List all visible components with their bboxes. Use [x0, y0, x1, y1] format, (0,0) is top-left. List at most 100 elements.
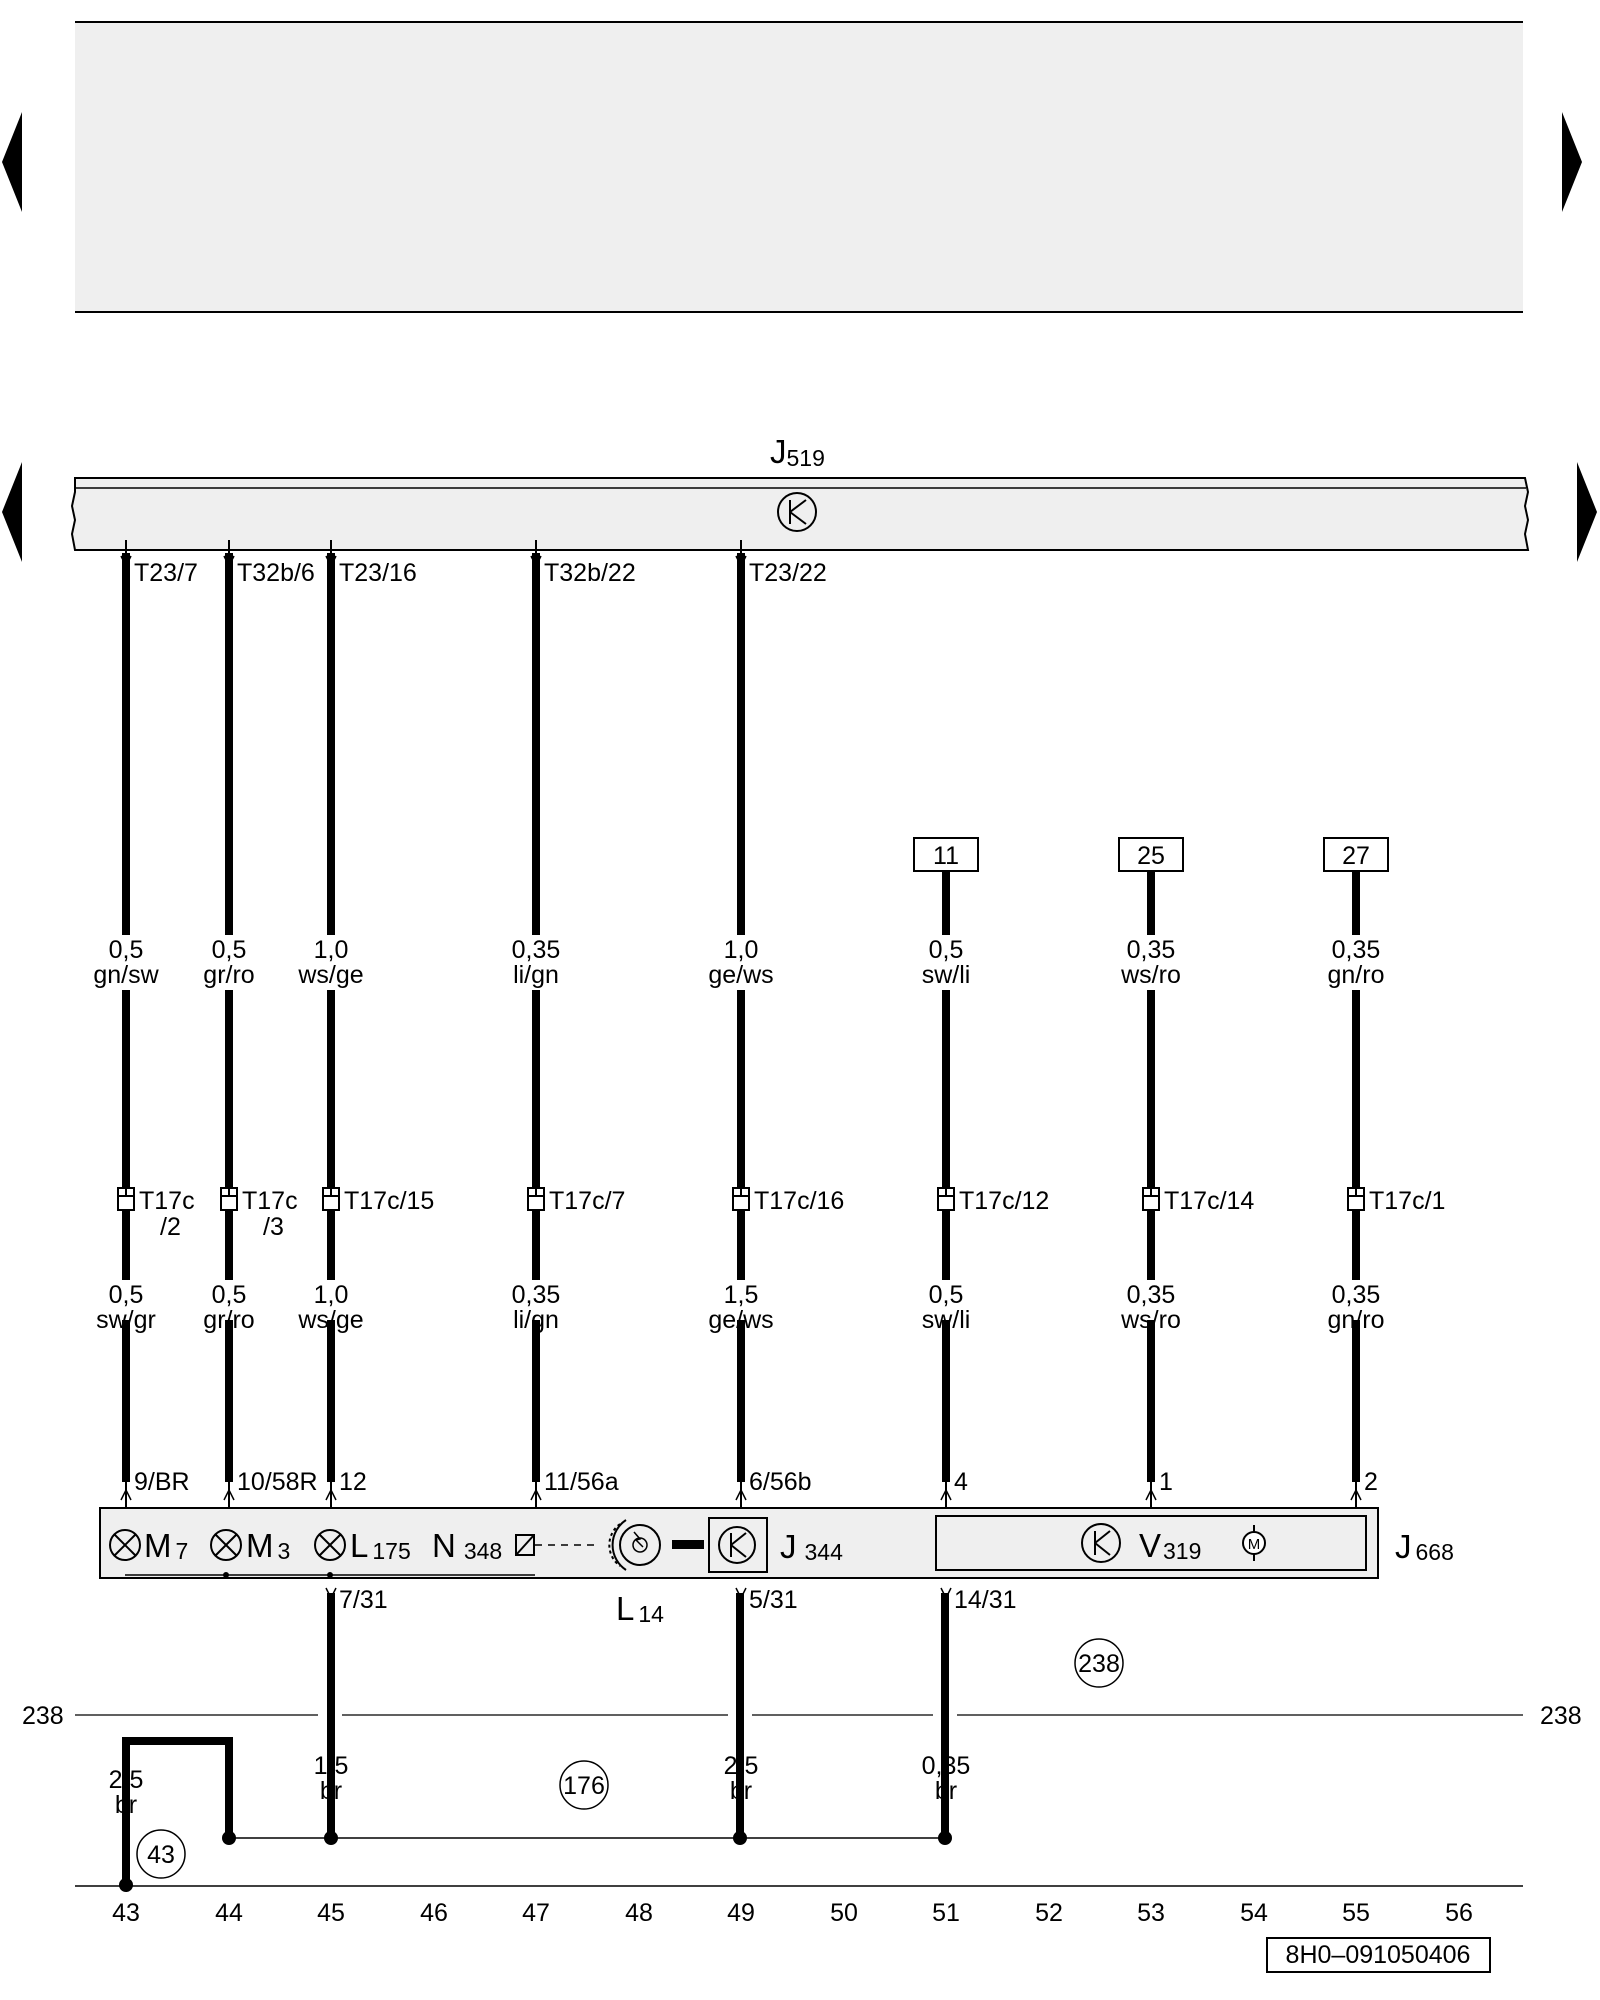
control-unit-symbol-icon — [777, 492, 817, 532]
track-number: 45 — [317, 1899, 345, 1927]
next-page-arrow-icon[interactable] — [1562, 112, 1582, 212]
ground-wire-size: 0,35 — [922, 1752, 971, 1780]
wire-color-upper: gn/ro — [1328, 961, 1385, 989]
doc-id: 8H0–091050406 — [1286, 1941, 1471, 1969]
next-section-arrow-icon[interactable] — [1577, 462, 1597, 562]
ground-wire-size: 1,5 — [314, 1752, 349, 1780]
fog-lamp-l14-icon — [608, 1519, 661, 1571]
wire-size-upper: 0,5 — [929, 936, 964, 964]
pin-arrow-icon — [120, 555, 132, 568]
pin-arrow-icon — [1145, 1488, 1157, 1501]
wire-size-upper: 0,5 — [109, 936, 144, 964]
mechanical-link — [672, 1540, 704, 1549]
ground-ref-238: 238 — [1074, 1638, 1124, 1688]
track-number: 44 — [215, 1899, 243, 1927]
connector-icon — [220, 1184, 238, 1211]
connector-icon — [937, 1184, 955, 1211]
wire-size-lower: 0,35 — [512, 1281, 561, 1309]
ground-pin-label: 14/31 — [954, 1586, 1017, 1614]
track-number: 50 — [830, 1899, 858, 1927]
wire-size-upper: 1,0 — [314, 936, 349, 964]
wire-color-upper: gr/ro — [203, 961, 254, 989]
pin-arrow-icon — [530, 555, 542, 568]
bus-label-left: 238 — [22, 1702, 64, 1730]
connector-label: T17c/14 — [1164, 1187, 1254, 1215]
connector-label: T17c/7 — [549, 1187, 625, 1215]
reference-number: 27 — [1342, 842, 1370, 870]
wire-size-lower: 0,35 — [1127, 1281, 1176, 1309]
solenoid-icon — [515, 1534, 600, 1556]
connector-label-suffix: /3 — [263, 1213, 284, 1241]
connector-label: T17c/16 — [754, 1187, 844, 1215]
wire-size-upper: 0,35 — [1332, 936, 1381, 964]
pin-arrow-icon — [735, 1488, 747, 1501]
wires-layer: T23/70,5gn/sw0,5sw/grT17c/29/BRT32b/60,5… — [93, 540, 1445, 1508]
reference-number: 11 — [933, 842, 959, 870]
track-number: 48 — [625, 1899, 653, 1927]
lamp-m3-icon — [210, 1529, 242, 1561]
pin-arrow-icon — [1350, 1488, 1362, 1501]
wire-size-upper: 1,0 — [724, 936, 759, 964]
pin-arrow-icon — [325, 555, 337, 568]
ground-wire-color: br — [935, 1777, 957, 1805]
motor-control-icon — [1081, 1523, 1121, 1563]
ground-ref-43: 43 — [136, 1829, 186, 1879]
connector-icon — [322, 1184, 340, 1211]
module-junction — [223, 1572, 229, 1578]
ground-wire-color: br — [730, 1777, 752, 1805]
connector-icon — [117, 1184, 135, 1211]
svg-text:238: 238 — [1078, 1650, 1120, 1678]
wire-color-upper: sw/li — [922, 961, 971, 989]
prev-page-arrow-icon[interactable] — [2, 112, 22, 212]
reference-box — [1323, 837, 1389, 872]
wire-color-upper: ws/ro — [1120, 961, 1181, 989]
connector-label: T17c — [139, 1187, 195, 1215]
pin-arrow-icon — [735, 1587, 747, 1600]
connector-label-suffix: /2 — [160, 1213, 181, 1241]
ground-pin-label: 7/31 — [339, 1586, 388, 1614]
pin-arrow-icon — [530, 1488, 542, 1501]
motor-v319-box — [935, 1515, 1367, 1571]
pin-arrow-icon — [223, 555, 235, 568]
control-unit-body — [70, 477, 1530, 551]
svg-text:176: 176 — [563, 1772, 605, 1800]
wire-size-lower: 0,5 — [212, 1281, 247, 1309]
wire-size-upper: 0,35 — [512, 936, 561, 964]
connector-label: T17c/12 — [959, 1187, 1049, 1215]
wire-color-upper: li/gn — [513, 961, 559, 989]
wire-color-lower: sw/li — [922, 1306, 971, 1334]
track-number: 52 — [1035, 1899, 1063, 1927]
track-number: 55 — [1342, 1899, 1370, 1927]
lamp-l175-icon — [314, 1529, 346, 1561]
prev-section-arrow-icon[interactable] — [2, 462, 22, 562]
top-pin-label: T32b/22 — [544, 559, 636, 587]
wire-color-lower: gr/ro — [203, 1306, 254, 1334]
wire-size-lower: 0,35 — [1332, 1281, 1381, 1309]
pin-arrow-icon — [735, 555, 747, 568]
connector-label: T17c/15 — [344, 1187, 434, 1215]
track-number: 47 — [522, 1899, 550, 1927]
wire-size-lower: 0,5 — [929, 1281, 964, 1309]
top-pin-label: T23/16 — [339, 559, 417, 587]
module-pin-label: 12 — [339, 1468, 367, 1496]
module-pin-label: 10/58R — [237, 1468, 318, 1496]
wire-color-lower: sw/gr — [96, 1306, 156, 1334]
module-body — [99, 1507, 1379, 1579]
module-pin-label: 9/BR — [134, 1468, 190, 1496]
connector-icon — [1142, 1184, 1160, 1211]
pin-arrow-icon — [325, 1587, 337, 1600]
module-pin-label: 11/56a — [544, 1468, 619, 1496]
